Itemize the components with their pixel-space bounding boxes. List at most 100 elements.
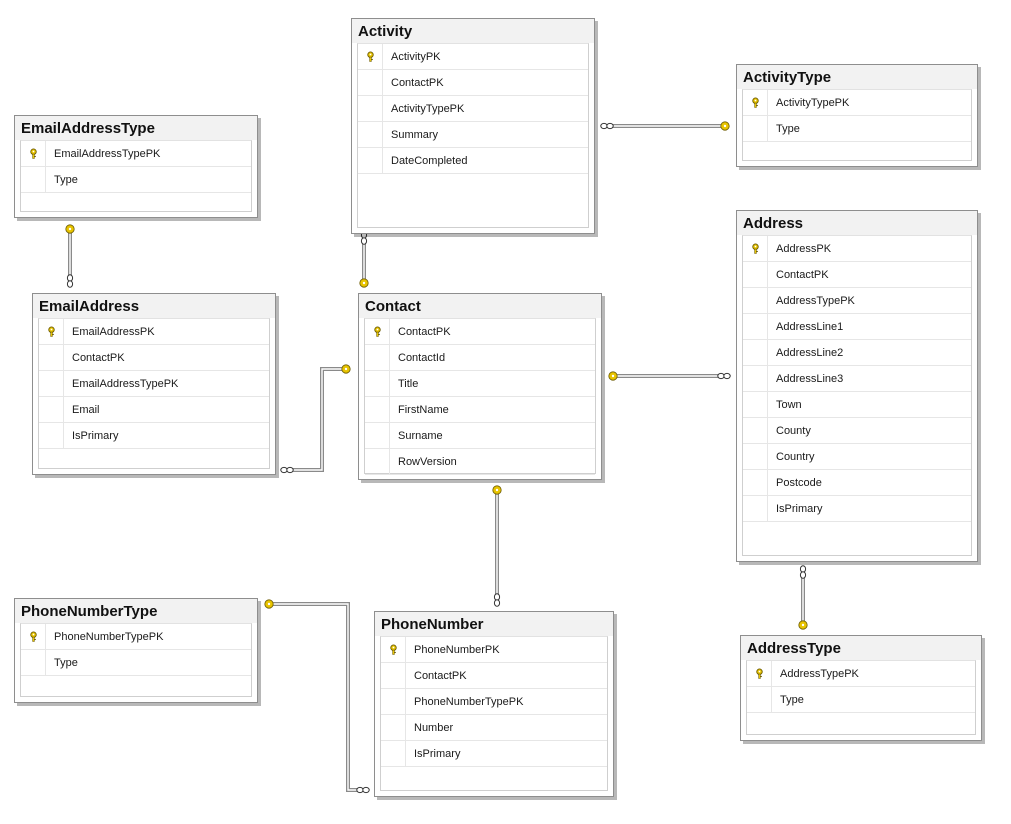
row-selector (39, 397, 64, 422)
contact-to-email-address-relationship[interactable] (280, 364, 351, 474)
contact-to-activity-relationship[interactable] (359, 231, 369, 288)
address-type-to-address-relationship[interactable] (798, 565, 808, 630)
column-row[interactable]: Type (21, 650, 251, 676)
row-selector (743, 288, 768, 313)
column-row[interactable]: ActivityPK (358, 44, 588, 70)
primary-key-icon (381, 637, 406, 662)
activity-title[interactable]: Activity (352, 19, 594, 43)
phone-number-title[interactable]: PhoneNumber (375, 612, 613, 636)
column-row[interactable]: Email (39, 397, 269, 423)
row-selector (365, 371, 390, 396)
primary-key-icon (21, 624, 46, 649)
many-end-infinity-icon (280, 466, 294, 474)
phone-number-type-title[interactable]: PhoneNumberType (15, 599, 257, 623)
one-end-key-icon (720, 121, 730, 131)
column-row[interactable]: ContactPK (39, 345, 269, 371)
row-selector (381, 663, 406, 688)
column-row[interactable]: ContactPK (381, 663, 607, 689)
contact-to-address-relationship[interactable] (608, 371, 731, 381)
column-row[interactable]: PhoneNumberTypePK (381, 689, 607, 715)
column-row[interactable]: DateCompleted (358, 148, 588, 174)
column-row[interactable]: ContactPK (358, 70, 588, 96)
column-row[interactable]: EmailAddressTypePK (21, 141, 251, 167)
column-row[interactable]: PhoneNumberPK (381, 637, 607, 663)
address-title[interactable]: Address (737, 211, 977, 235)
primary-key-icon (743, 236, 768, 261)
column-row[interactable]: EmailAddressTypePK (39, 371, 269, 397)
activity-type-to-activity-relationship[interactable] (600, 121, 730, 131)
column-name: PhoneNumberTypePK (54, 630, 164, 643)
contact-title[interactable]: Contact (359, 294, 601, 318)
column-row[interactable]: ContactPK (743, 262, 971, 288)
many-end-infinity-icon (717, 372, 731, 380)
address-type-title[interactable]: AddressType (741, 636, 981, 660)
email-address-title[interactable]: EmailAddress (33, 294, 275, 318)
column-row[interactable]: Surname (365, 423, 595, 449)
column-row[interactable]: IsPrimary (381, 741, 607, 767)
row-selector (21, 650, 46, 675)
column-row[interactable]: AddressLine2 (743, 340, 971, 366)
column-row[interactable]: Postcode (743, 470, 971, 496)
row-selector (358, 122, 383, 147)
column-row[interactable]: Number (381, 715, 607, 741)
column-name: Number (414, 721, 454, 734)
activity-type-title[interactable]: ActivityType (737, 65, 977, 89)
email-address-type-title[interactable]: EmailAddressType (15, 116, 257, 140)
column-row[interactable]: Title (365, 371, 595, 397)
column-row[interactable]: ActivityTypePK (743, 90, 971, 116)
column-name: AddressTypePK (780, 667, 859, 680)
column-row[interactable]: FirstName (365, 397, 595, 423)
one-end-key-icon (492, 485, 502, 495)
column-row[interactable]: AddressTypePK (747, 661, 975, 687)
column-row[interactable]: Country (743, 444, 971, 470)
column-row[interactable]: AddressPK (743, 236, 971, 262)
column-row[interactable]: IsPrimary (39, 423, 269, 449)
column-row[interactable]: County (743, 418, 971, 444)
phone-number-type-to-phone-number-relationship[interactable] (264, 599, 370, 794)
column-row[interactable]: AddressTypePK (743, 288, 971, 314)
column-row[interactable]: EmailAddressPK (39, 319, 269, 345)
column-row[interactable]: Type (743, 116, 971, 142)
many-end-infinity-icon (600, 122, 614, 130)
row-selector (743, 116, 768, 141)
column-row[interactable]: ContactPK (365, 319, 595, 345)
column-name: Type (780, 693, 804, 706)
column-row[interactable]: ContactId (365, 345, 595, 371)
column-row[interactable]: Type (747, 687, 975, 713)
contact-to-phone-number-relationship[interactable] (492, 485, 502, 607)
column-row[interactable]: AddressLine1 (743, 314, 971, 340)
column-row[interactable]: ActivityTypePK (358, 96, 588, 122)
row-selector (21, 167, 46, 192)
column-name: Type (776, 122, 800, 135)
column-row[interactable]: PhoneNumberTypePK (21, 624, 251, 650)
column-name: DateCompleted (391, 154, 468, 167)
column-row[interactable]: IsPrimary (743, 496, 971, 522)
many-end-infinity-icon (356, 786, 370, 794)
email-address-type-to-email-address-relationship[interactable] (65, 224, 75, 288)
primary-key-icon (747, 661, 772, 686)
column-name: EmailAddressPK (72, 325, 155, 338)
primary-key-icon (365, 319, 390, 344)
column-row[interactable]: Summary (358, 122, 588, 148)
row-selector (743, 470, 768, 495)
column-row[interactable]: Type (21, 167, 251, 193)
column-row[interactable]: AddressLine3 (743, 366, 971, 392)
column-row[interactable]: RowVersion (365, 449, 595, 475)
column-row[interactable]: Town (743, 392, 971, 418)
column-name: FirstName (398, 403, 449, 416)
